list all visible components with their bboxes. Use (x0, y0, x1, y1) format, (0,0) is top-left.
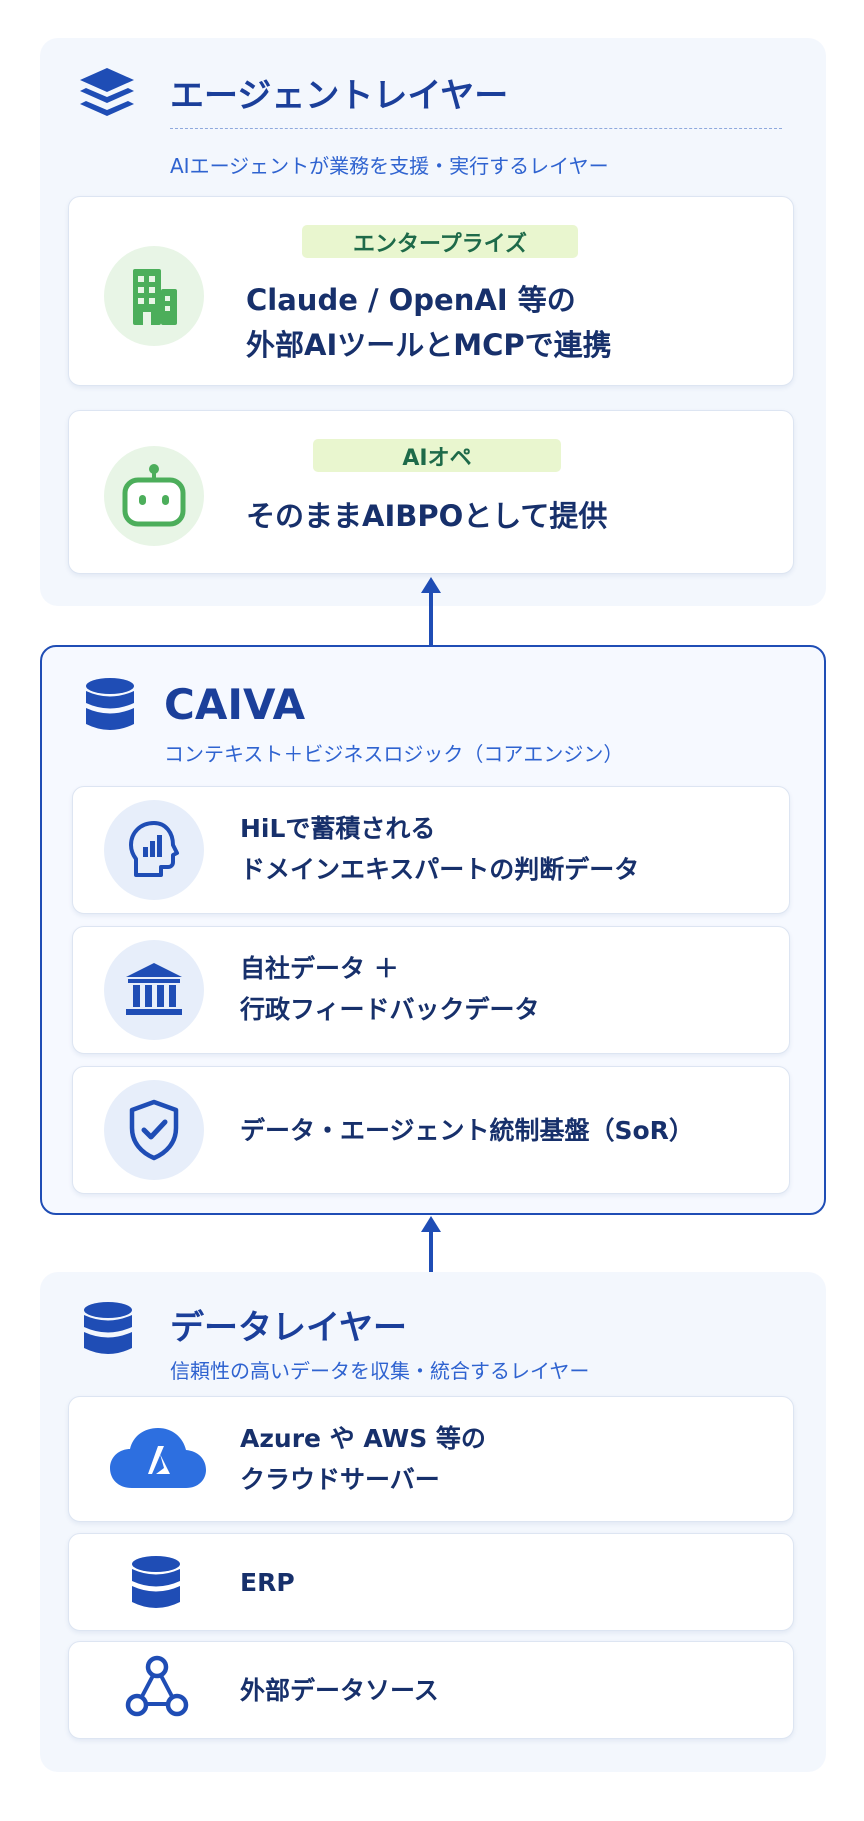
external-data-card (68, 1641, 794, 1739)
caiva-title: CAIVA (164, 680, 306, 729)
arrow-up-icon (421, 577, 441, 645)
robot-icon (122, 464, 186, 527)
layers-icon (80, 68, 134, 116)
external-data-text: 外部データソース (240, 1670, 439, 1711)
external-data-text-line-1: 外部データソース (240, 1676, 439, 1705)
database-icon (132, 1556, 180, 1608)
company-data-text: 自社データ ＋ 行政フィードバックデータ (240, 948, 540, 1030)
ai-ope-tag: AIオペ (313, 439, 561, 472)
hil-text-line-1: HiLで蓄積される (240, 814, 436, 843)
sor-text: データ・エージェント統制基盤（SoR） (240, 1110, 694, 1151)
data-layer-subtitle: 信頼性の高いデータを収集・統合するレイヤー (170, 1359, 590, 1383)
enterprise-text-line-2: 外部AIツールとMCPで連携 (246, 328, 612, 362)
head-chart-icon-circle (104, 800, 204, 900)
caiva-subtitle: コンテキスト＋ビジネスロジック（コアエンジン） (164, 742, 624, 766)
cloud-server-text-line-2: クラウドサーバー (240, 1465, 440, 1494)
building-icon (133, 269, 177, 325)
building-icon-circle (104, 246, 204, 346)
network-icon (125, 1655, 189, 1717)
erp-text-line-1: ERP (240, 1568, 295, 1597)
ai-ope-text-line-1: そのままAIBPOとして提供 (246, 499, 608, 533)
enterprise-text-line-1: Claude / OpenAI 等の (246, 283, 576, 317)
ai-ope-text: そのままAIBPOとして提供 (246, 494, 607, 539)
cloud-server-text-line-1: Azure や AWS 等の (240, 1424, 486, 1453)
company-data-text-line-2: 行政フィードバックデータ (240, 995, 540, 1024)
data-layer-title: データレイヤー (170, 1308, 407, 1348)
government-building-icon (126, 963, 182, 1015)
hil-text: HiLで蓄積される ドメインエキスパートの判断データ (240, 808, 639, 890)
enterprise-text: Claude / OpenAI 等の 外部AIツールとMCPで連携 (246, 278, 612, 368)
cloud-server-text: Azure や AWS 等の クラウドサーバー (240, 1418, 486, 1500)
head-chart-icon (129, 821, 179, 877)
company-data-text-line-1: 自社データ ＋ (240, 954, 399, 983)
agent-layer-divider (170, 128, 782, 129)
robot-icon-circle (104, 446, 204, 546)
sor-text-line-1: データ・エージェント統制基盤（SoR） (240, 1116, 694, 1145)
agent-layer-title: エージェントレイヤー (170, 76, 509, 116)
shield-check-icon-circle (104, 1080, 204, 1180)
arrow-up-icon (421, 1216, 441, 1272)
erp-card (68, 1533, 794, 1631)
shield-check-icon (129, 1099, 179, 1161)
government-building-icon-circle (104, 940, 204, 1040)
database-icon (86, 678, 134, 730)
agent-layer-subtitle: AIエージェントが業務を支援・実行するレイヤー (170, 154, 609, 178)
database-icon (84, 1302, 132, 1354)
erp-text: ERP (240, 1562, 295, 1603)
hil-text-line-2: ドメインエキスパートの判断データ (240, 855, 640, 884)
azure-cloud-icon (110, 1428, 206, 1488)
enterprise-tag: エンタープライズ (302, 225, 578, 258)
